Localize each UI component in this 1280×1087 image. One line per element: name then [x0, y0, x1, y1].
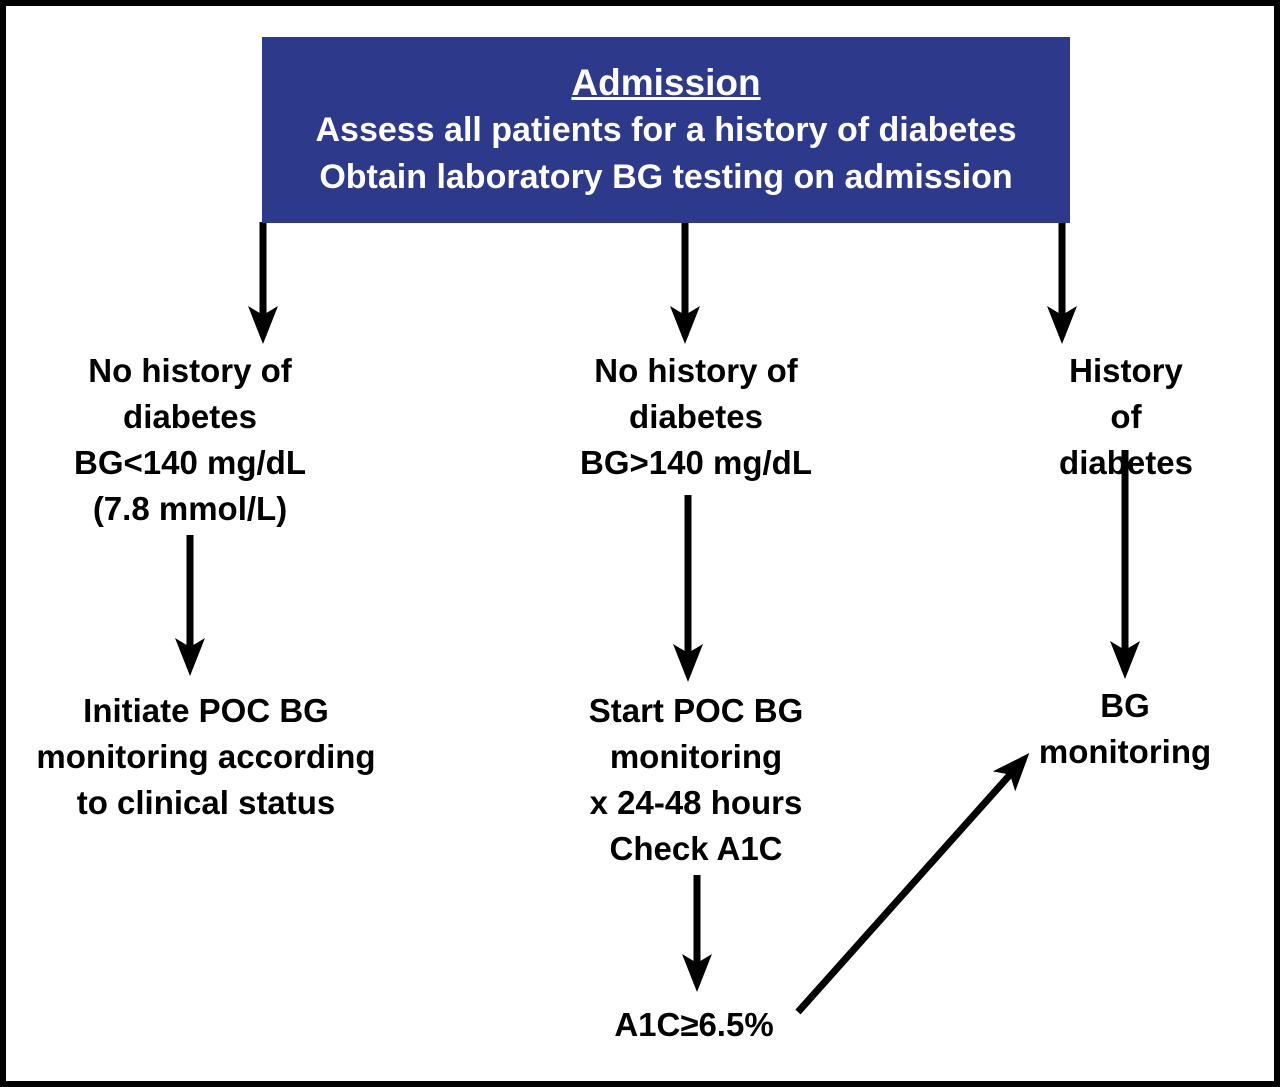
admission-subtitle-1: Assess all patients for a history of dia… [315, 111, 1017, 149]
admission-subtitle-2: Obtain laboratory BG testing on admissio… [319, 158, 1013, 196]
node-no-history-bg-low: No history of diabetes BG<140 mg/dL (7.8… [74, 352, 306, 527]
node-history-of-diabetes: History of diabetes [1059, 352, 1193, 481]
node-a1c-threshold: A1C≥6.5% [614, 1006, 774, 1043]
arrow-a1c-to-bg-monitoring [795, 753, 1030, 1015]
node-no-history-bg-high: No history of diabetes BG>140 mg/dL [580, 352, 812, 481]
node-start-poc-bg: Start POC BG monitoring x 24-48 hours Ch… [588, 692, 804, 867]
node-bg-monitoring: BG monitoring [1038, 687, 1212, 770]
node-initiate-poc-bg: Initiate POC BG monitoring according to … [36, 692, 376, 821]
admission-title: Admission [571, 62, 761, 103]
admission-box: Admission Assess all patients for a hist… [262, 37, 1070, 223]
flow-arrow-layer [175, 222, 1140, 1015]
